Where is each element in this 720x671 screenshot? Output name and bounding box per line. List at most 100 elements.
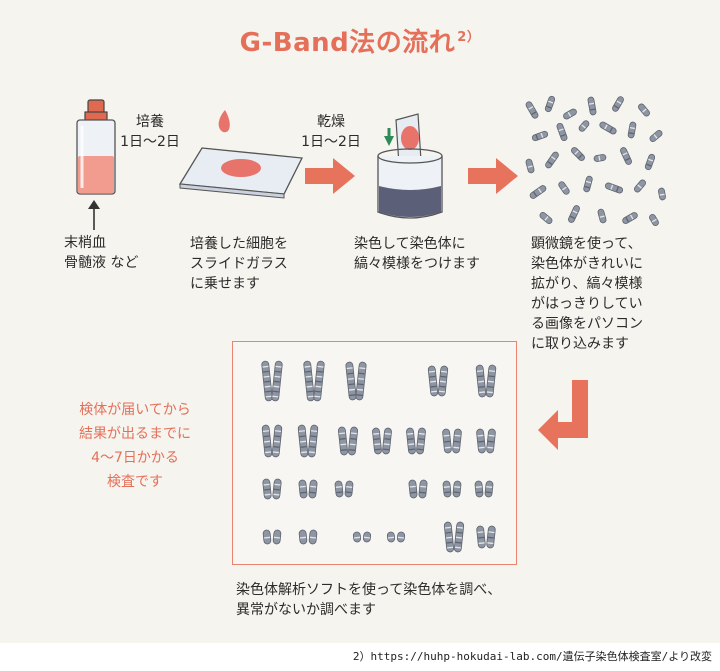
chromosome-shape (544, 95, 556, 113)
chromosome-shape (587, 96, 597, 116)
chromosome-shape (558, 181, 570, 195)
chromosome-shape (452, 480, 462, 498)
note-line: 結果が出るまでに (79, 426, 191, 442)
chromosome-shape (261, 360, 273, 402)
chromosome-shape (345, 361, 357, 401)
culture-step-label: 培養 1日〜2日 (114, 112, 186, 152)
chromosome-shape (539, 212, 553, 224)
flow-arrow-bent (538, 380, 588, 450)
chromosome-shape (297, 424, 309, 458)
flow-arrow-2 (468, 158, 518, 194)
chromosome-shape (416, 427, 426, 455)
chromosome-shape (453, 521, 465, 553)
microscope-caption-line: る画像をパソコン (531, 316, 643, 332)
chromosome-shape (303, 360, 315, 402)
microscope-caption-line: 拡がり、縞々模様 (531, 276, 643, 292)
analysis-caption-line: 染色体解析ソフトを使って染色体を調べ、 (236, 582, 502, 598)
chromosome-shape (272, 478, 282, 500)
chromosome-shape (442, 480, 452, 498)
chromosome-shape (475, 364, 487, 398)
footer-band (0, 643, 720, 671)
chromosome-shape (620, 147, 632, 165)
slide-caption-line: に乗せます (190, 276, 260, 292)
microscope-caption-line: に取り込みます (531, 336, 629, 352)
chromosome-shape (313, 360, 325, 402)
chromosome-shape (474, 480, 484, 498)
chromosome-shape (529, 185, 547, 199)
chromosome-shape (476, 428, 486, 454)
chromosome-shape (568, 205, 580, 223)
chromosome-shape (571, 147, 585, 161)
chromosome-shape (418, 479, 428, 499)
chromosome-shape (484, 480, 494, 498)
chromosome-shape (556, 122, 568, 142)
chromosome-shape (612, 96, 624, 112)
karyotype-illustration (261, 360, 497, 553)
chromosome-shape (649, 214, 659, 226)
chromosome-shape (338, 426, 348, 456)
chromosome-shape (486, 525, 496, 549)
chromosome-shape (348, 426, 358, 456)
chromosome-shape (334, 480, 344, 498)
sample-caption-line: 末梢血 (64, 235, 106, 251)
chromosome-shape (344, 480, 354, 498)
sample-caption: 末梢血 骨髄液 など (64, 233, 138, 273)
chromosome-shape (476, 525, 486, 549)
analysis-caption-line: 異常がないか調べます (236, 602, 376, 618)
chromosome-shape (485, 364, 497, 398)
stain-caption-line: 染色して染色体に (354, 236, 466, 252)
chromosome-shape (298, 529, 308, 545)
sample-caption-line: 骨髄液 など (64, 255, 139, 271)
note-line: 検体が届いてから (79, 402, 191, 418)
microscope-caption-line: がはっきりしてい (531, 296, 643, 312)
staining-jar-illustration (377, 113, 443, 219)
stain-caption: 染色して染色体に 縞々模様をつけます (354, 234, 480, 274)
dry-step-label: 乾燥 1日〜2日 (295, 112, 367, 152)
chromosome-shape (298, 479, 308, 499)
chromosome-shape (452, 428, 462, 454)
microscope-caption-line: 染色体がきれいに (531, 256, 643, 272)
chromosome-shape (372, 427, 382, 455)
chromosome-shape (308, 479, 318, 499)
microscope-caption: 顕微鏡を使って、 染色体がきれいに 拡がり、縞々模様 がはっきりしてい る画像を… (531, 234, 643, 354)
title-reference: 2） (457, 30, 481, 46)
culture-bottle-illustration (76, 99, 116, 195)
chromosome-shape (627, 121, 637, 139)
note-line: 4〜7日かかる (91, 450, 179, 466)
chromosome-shape (545, 151, 559, 169)
slide-caption-line: スライドガラス (190, 256, 288, 272)
chromosome-shape (406, 427, 416, 455)
chromosome-shape (634, 179, 646, 193)
dry-label: 乾燥 (317, 114, 345, 130)
chromosome-shape (307, 424, 319, 458)
title-text: G-Band法の流れ (239, 28, 456, 58)
chromosome-shape (262, 529, 272, 545)
chromosome-shape (362, 531, 372, 543)
chromosome-shape (352, 531, 362, 543)
chromosome-shape (525, 158, 535, 174)
chromosome-shape (658, 187, 666, 201)
chromosome-shape (427, 365, 439, 397)
chromosome-shape (437, 365, 449, 397)
chromosome-shape (442, 428, 452, 454)
culture-days: 1日〜2日 (120, 134, 180, 150)
note-line: 検査です (107, 474, 163, 490)
chromosome-shape (262, 478, 272, 500)
flow-arrow-1 (305, 158, 355, 194)
culture-label: 培養 (136, 114, 164, 130)
chromosome-shape (271, 424, 283, 458)
chromosome-shape (355, 361, 367, 401)
chromosome-shape (272, 529, 282, 545)
sample-pointer-arrow (88, 200, 100, 230)
chromosome-shape (597, 208, 607, 224)
chromosome-shape (525, 101, 539, 119)
slide-caption-line: 培養した細胞を (190, 236, 288, 252)
chromosome-shape (261, 424, 273, 458)
slide-caption: 培養した細胞を スライドガラス に乗せます (190, 234, 288, 294)
microscope-caption-line: 顕微鏡を使って、 (531, 236, 642, 252)
turnaround-note: 検体が届いてから 結果が出るまでに 4〜7日かかる 検査です (60, 398, 210, 494)
chromosome-shape (638, 103, 650, 117)
chromosome-shape (271, 360, 283, 402)
chromosome-shape (578, 120, 590, 132)
